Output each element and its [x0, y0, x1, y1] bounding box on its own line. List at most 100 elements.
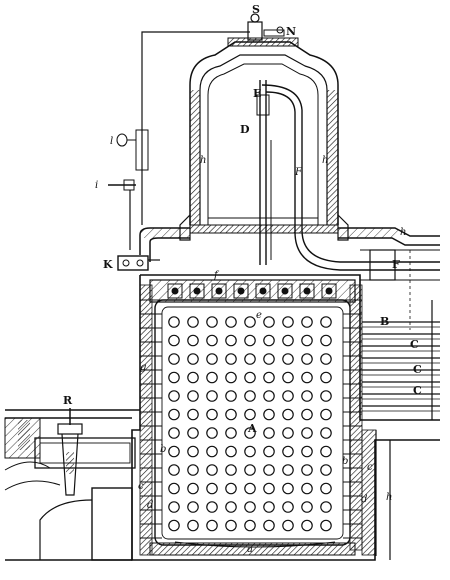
label-F-dome: F	[294, 167, 303, 178]
tube-hole	[225, 464, 237, 476]
tube-hole	[206, 408, 218, 421]
label-F-flue: F	[392, 258, 400, 271]
tube-hole	[225, 482, 237, 495]
tube-hole	[320, 482, 332, 495]
label-b-left: b	[160, 444, 166, 455]
label-N: N	[286, 25, 296, 38]
boss-bolt	[171, 287, 179, 295]
tube-hole	[282, 519, 294, 532]
tube-hole	[187, 390, 199, 402]
tube-hole	[244, 427, 256, 439]
label-E: E	[253, 87, 261, 100]
label-a: a	[247, 544, 253, 555]
tube-hole	[225, 334, 237, 347]
tube-hole	[320, 371, 332, 384]
label-i: i	[95, 180, 98, 191]
tube-hole	[225, 501, 237, 513]
tube-hole	[301, 371, 313, 384]
tube-hole	[320, 427, 332, 439]
tube-hole	[282, 464, 294, 476]
tube-hole	[263, 519, 275, 532]
tube-hole	[206, 390, 218, 402]
label-C-1: C	[410, 338, 419, 351]
control-linkage	[108, 31, 250, 271]
tube-hole	[187, 445, 199, 458]
tube-hole	[244, 334, 256, 347]
tube-hole	[187, 464, 199, 476]
label-S: S	[252, 3, 260, 16]
label-c-left: c	[138, 481, 144, 492]
tube-hole	[244, 482, 256, 495]
tube-hole	[206, 427, 218, 439]
label-C-2: C	[413, 363, 422, 376]
boss-bolt	[193, 287, 201, 295]
dome-wall-left	[190, 90, 200, 225]
tube-hole	[187, 371, 199, 384]
tube-hole	[206, 519, 218, 532]
tube-hole	[244, 408, 256, 421]
tube-hole	[206, 464, 218, 476]
tube-hole	[225, 371, 237, 384]
labels: S N E D F h h h F l i K f e B C C C g R …	[63, 3, 422, 555]
tube-hole	[320, 464, 332, 476]
tube-hole	[225, 353, 237, 365]
tube-hole	[263, 501, 275, 513]
tube-hole	[282, 371, 294, 384]
tube-hole	[320, 316, 332, 328]
tube-hole	[244, 501, 256, 513]
label-c-right: c	[367, 462, 373, 473]
tube-hole	[282, 482, 294, 495]
tube-hole	[244, 390, 256, 402]
left-staybolts	[140, 299, 362, 539]
tube-hole	[225, 445, 237, 458]
tube-hole	[263, 334, 275, 347]
dome-wall-right	[327, 90, 338, 225]
tube-hole	[301, 334, 313, 347]
tube-hole	[225, 390, 237, 402]
tube-hole	[168, 427, 180, 439]
tube-hole	[263, 371, 275, 384]
tube-hole	[187, 519, 199, 532]
tube-hole	[320, 334, 332, 347]
label-d-left: d	[147, 500, 153, 511]
tube-hole	[301, 408, 313, 421]
boss	[233, 283, 249, 299]
tube-holes	[168, 316, 332, 532]
tube-hole	[187, 501, 199, 513]
label-h-right: h	[322, 155, 328, 166]
tube-hole	[244, 371, 256, 384]
tube-hole	[301, 501, 313, 513]
tube-hole	[320, 501, 332, 513]
tube-hole	[263, 464, 275, 476]
boss	[277, 283, 293, 299]
boss-bolt	[237, 287, 245, 295]
tube-hole	[244, 464, 256, 476]
tube-hole	[263, 353, 275, 365]
label-K: K	[103, 258, 113, 271]
label-A: A	[247, 422, 257, 435]
tube-hole	[282, 445, 294, 458]
boss-bolt	[303, 287, 311, 295]
tube-hole	[282, 353, 294, 365]
tube-hole	[320, 353, 332, 365]
tube-hole	[168, 334, 180, 347]
tube-hole	[206, 371, 218, 384]
boss-bolt	[259, 287, 267, 295]
shell-wall-left	[139, 284, 153, 556]
tube-hole	[282, 427, 294, 439]
tube-hole	[301, 482, 313, 495]
top-piping	[139, 227, 440, 330]
tube-hole	[263, 445, 275, 458]
label-l: l	[110, 136, 113, 147]
tube-plate-bosses	[167, 283, 337, 299]
boss	[211, 283, 227, 299]
tube-hole	[320, 390, 332, 402]
label-e: e	[256, 310, 262, 321]
label-h-left: h	[200, 155, 206, 166]
tube-hole	[263, 390, 275, 402]
tube-hole	[206, 482, 218, 495]
tube-hole	[168, 501, 180, 513]
label-D: D	[240, 123, 250, 136]
tube-hole	[301, 353, 313, 365]
